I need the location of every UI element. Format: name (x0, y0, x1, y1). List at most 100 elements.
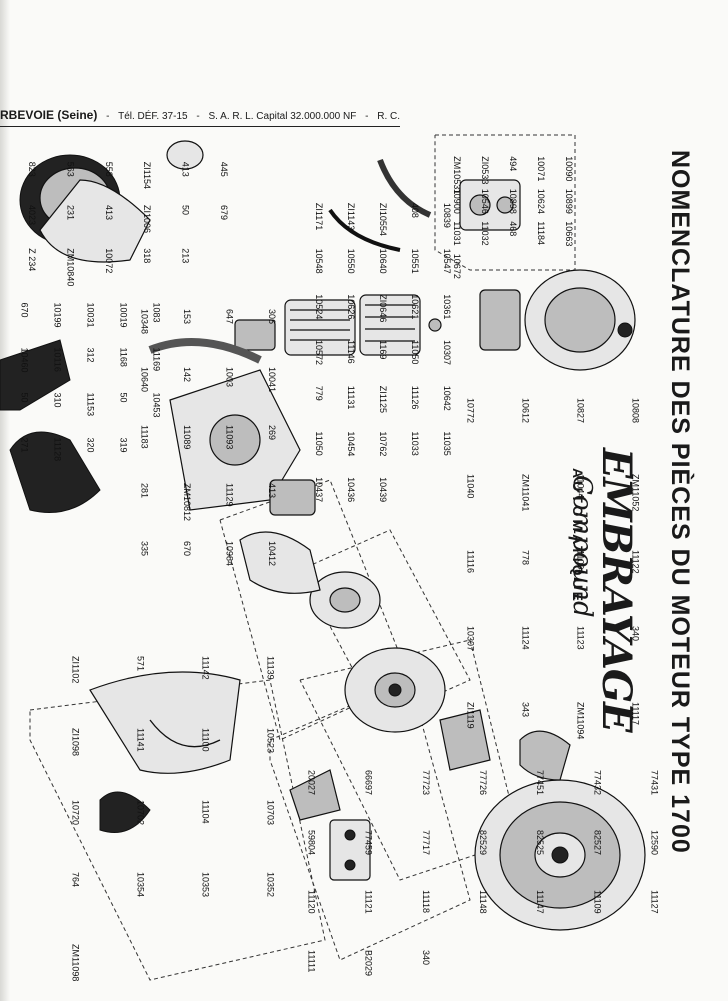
part-number-label: 778 (521, 550, 531, 565)
exploded-engine-diagram: 823563558ZI11544134454023231413ZI1006506… (0, 134, 660, 981)
intake-pipe (328, 208, 401, 252)
part-number-label: 12590 (649, 830, 659, 855)
crank-bearing (209, 414, 261, 466)
part-number-label: 494 (508, 156, 518, 171)
intake-filter-cap (99, 791, 151, 833)
part-number-label: ZM10812 (182, 483, 192, 521)
part-number-label: 10551 (410, 249, 420, 274)
magneto-cover (479, 269, 636, 371)
part-number-label: ZI1006 (142, 205, 152, 233)
part-number-label: 11148 (478, 890, 488, 914)
spark-plug (428, 318, 442, 332)
part-number-label: 1169 (378, 340, 388, 359)
part-number-label: ZI1171 (314, 203, 324, 230)
header-registry: R. C. Seine 57 B 8216 (377, 111, 400, 122)
part-number-label: 11116 (466, 550, 476, 573)
intake-bell-body (89, 671, 241, 774)
part-number-label: 10546 (480, 189, 490, 214)
part-number-label: ZI10554 (378, 203, 388, 236)
part-number-label: 10071 (536, 156, 546, 181)
part-number-label: 11118 (421, 890, 431, 913)
part-number-label: 10898 (508, 189, 518, 214)
part-number-label: 77431 (649, 770, 659, 795)
part-number-label: 66697 (364, 770, 374, 795)
crankshaft (148, 338, 262, 364)
part-number-label: 10672 (452, 254, 462, 279)
part-number-label: 11183 (139, 425, 149, 449)
part-number-label: 11109 (592, 890, 602, 914)
part-number-label: 647 (224, 309, 234, 324)
part-number-label: 10019 (119, 303, 129, 328)
gear-housing (269, 479, 316, 516)
filter-knob (166, 140, 204, 170)
part-number-label: 1168 (119, 348, 129, 367)
part-number-label: 679 (219, 205, 229, 220)
part-number-label: 10772 (466, 398, 476, 423)
part-number-label: 670 (20, 303, 30, 318)
magneto-bracket (479, 289, 521, 351)
part-number-label: 77726 (478, 770, 488, 795)
part-number-label: ZM11094 (576, 702, 586, 739)
part-number-label: 10827 (576, 398, 586, 423)
part-number-label: ZI1119 (466, 702, 476, 729)
fan-shroud-top (0, 339, 71, 411)
part-number-label: 11044 (576, 474, 586, 498)
part-number-label: ZI1154 (142, 162, 152, 189)
part-number-label: ZM10840 (66, 248, 76, 286)
part-number-label: 10702 (136, 800, 146, 825)
part-number-label: 77432 (592, 770, 602, 795)
part-number-label: 11117 (631, 702, 641, 725)
part-number-label: 468 (508, 221, 518, 236)
part-number-label: 77451 (535, 770, 545, 795)
clutch-drum (474, 730, 646, 931)
magneto-inner (544, 287, 616, 353)
air-filter-housing (19, 140, 204, 263)
part-number-label: 77723 (421, 770, 431, 795)
part-number-label: 340 (631, 626, 641, 641)
part-number-label: 10348 (139, 309, 149, 334)
cylinder-assembly (234, 294, 442, 356)
part-number-label: 11121 (364, 890, 374, 914)
clutch-housing (239, 531, 321, 594)
part-number-label: 11033 (410, 431, 420, 455)
fan-shroud (0, 339, 101, 513)
part-number-label: 231 (66, 205, 76, 220)
part-number-label: 10361 (442, 294, 452, 319)
crankcase (148, 338, 316, 516)
part-number-label: 310 (53, 393, 63, 408)
part-number-label: 82527 (592, 830, 602, 855)
part-number-label: 11122 (631, 550, 641, 574)
part-number-label: 10550 (346, 249, 356, 274)
part-number-label: 10626 (346, 294, 356, 319)
part-number-label: ZI1098 (71, 728, 81, 756)
part-number-label: 10353 (201, 872, 211, 897)
part-number-label: 563 (66, 162, 76, 177)
part-number-label: 319 (119, 438, 129, 453)
part-number-label: 20027 (307, 770, 317, 795)
fuel-hose (377, 158, 432, 218)
part-number-label: 11153 (86, 393, 96, 417)
part-number-label: 320 (86, 438, 96, 453)
part-number-label: 11104 (201, 800, 211, 824)
part-number-label: 10642 (442, 386, 452, 411)
part-number-label: 11031 (452, 221, 462, 245)
part-number-label: 11124 (521, 626, 531, 650)
part-number-label: 10524 (314, 294, 324, 319)
clutch-shoe (439, 709, 491, 771)
part-number-label: 11111 (307, 950, 317, 972)
part-number-label: 312 (86, 348, 96, 363)
clutch-linkage (289, 709, 491, 881)
part-number-label: 823 (27, 162, 37, 177)
part-number-label: 10572 (314, 340, 324, 365)
part-number-label: 11050 (314, 431, 324, 455)
header-city: RBEVOIE (Seine) (0, 108, 98, 122)
part-number-label: 10031 (86, 303, 96, 328)
part-number-label: 10412 (267, 541, 277, 566)
part-number-label: 571 (136, 656, 146, 671)
part-number-label: 11093 (224, 425, 234, 449)
part-number-label: 10899 (564, 189, 574, 214)
flywheel-cover (344, 647, 446, 733)
part-number-label: 10437 (314, 477, 324, 502)
